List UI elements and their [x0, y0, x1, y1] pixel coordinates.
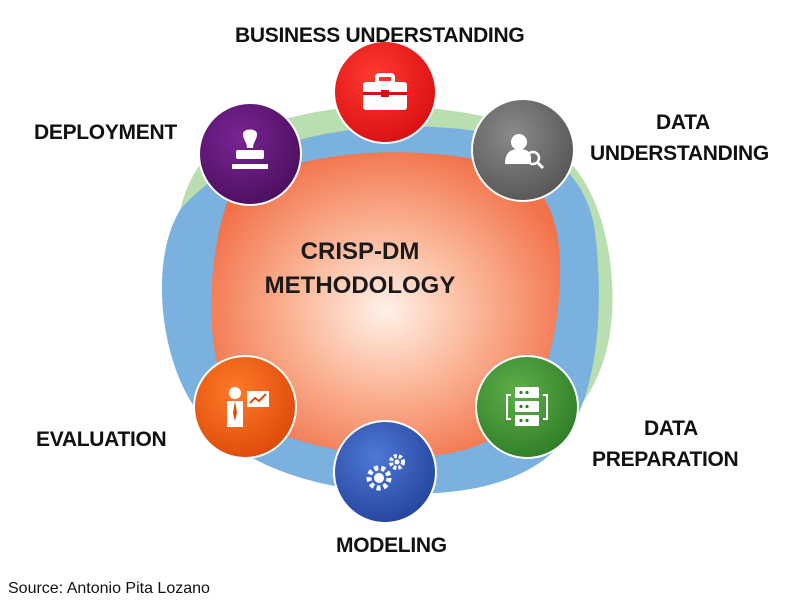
label-business-understanding: BUSINESS UNDERSTANDING [235, 20, 525, 51]
label-line: BUSINESS UNDERSTANDING [235, 24, 525, 47]
source-caption: Source: Antonio Pita Lozano [8, 580, 210, 597]
phase-evaluation [193, 355, 297, 459]
label-line: EVALUATION [36, 428, 167, 451]
label-data-preparation: DATA PREPARATION [592, 413, 739, 475]
phase-circle [193, 355, 297, 459]
phase-circle [333, 420, 437, 524]
label-data-understanding: DATA UNDERSTANDING [590, 107, 769, 169]
user-search-icon [505, 134, 545, 170]
presentation-icon [227, 387, 269, 427]
center-title: CRISP-DM METHODOLOGY [250, 235, 470, 303]
phase-business-understanding [333, 40, 437, 144]
label-modeling: MODELING [336, 530, 447, 561]
phase-modeling [333, 420, 437, 524]
stamp-icon [232, 129, 268, 169]
label-deployment: DEPLOYMENT [34, 117, 177, 148]
phase-data-understanding [471, 98, 575, 202]
label-line: DATA [644, 417, 699, 440]
label-evaluation: EVALUATION [36, 424, 167, 455]
label-line: UNDERSTANDING [590, 142, 769, 165]
center-title-line-1: CRISP-DM [300, 238, 420, 265]
briefcase-icon [363, 73, 407, 110]
center-title-line-2: METHODOLOGY [264, 272, 456, 299]
phase-data-preparation [475, 355, 579, 459]
center-blob [211, 152, 561, 457]
phase-deployment [198, 102, 302, 206]
label-line: MODELING [336, 534, 447, 557]
label-line: PREPARATION [592, 448, 739, 471]
server-icon [506, 387, 548, 426]
label-line: DATA [656, 111, 711, 134]
label-line: DEPLOYMENT [34, 121, 177, 144]
gears-icon [366, 454, 405, 491]
